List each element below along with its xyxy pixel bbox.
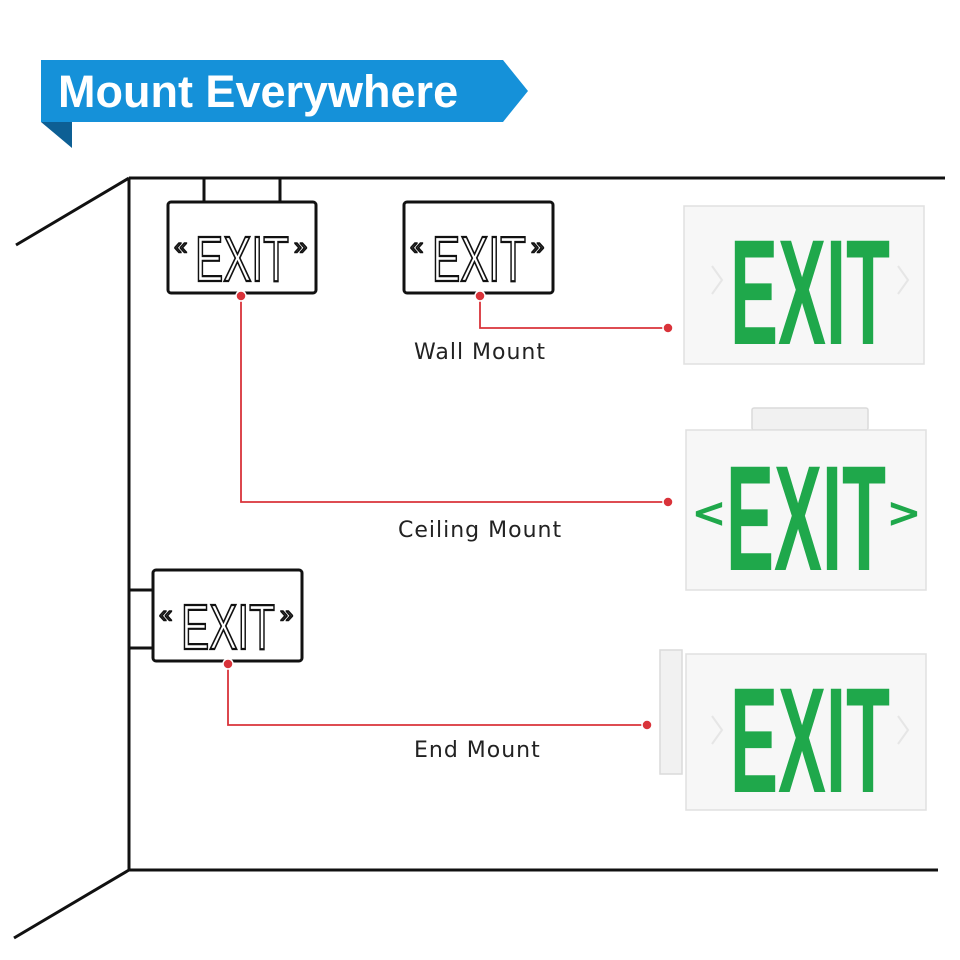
green-exit-text: EXIT [730,656,890,824]
sketch-exit-text: EXIT [432,223,526,295]
green-chevron-left-icon: < [691,488,726,537]
green-chevron-right-icon: > [886,488,921,537]
end-mount-plate [659,649,683,775]
end-mount-label: End Mount [414,738,541,763]
sketch-exit-text: EXIT [195,223,289,295]
red-dot-icon [222,658,234,670]
end-connector-line [227,664,647,726]
product-panel [685,429,927,591]
wall-mount-label: Wall Mount [414,340,546,365]
sketch-exit-text: EXIT [181,591,275,663]
chevron-left-icon: « [410,233,423,260]
connector-dots [222,290,674,731]
faint-chevron-icon [711,265,724,295]
red-dot-icon [662,322,674,334]
banner-fold [41,122,72,148]
sketch-sign-ceiling: « EXIT » [166,178,318,296]
sketch-sign-end: « EXIT » [129,568,304,664]
product-sign-wall: EXIT [683,205,925,376]
product-sign-end: EXIT [659,649,927,824]
faint-chevron-icon [711,715,724,745]
chevron-right-icon: » [531,233,544,260]
red-dot-icon [235,290,247,302]
product-panel [685,653,927,811]
red-dot-icon [662,496,674,508]
floor-perspective-line [13,868,130,940]
ceiling-canopy [751,407,869,431]
ceiling-connector-line [240,296,668,503]
chevron-left-icon: « [174,233,187,260]
product-sign-ceiling: < EXIT > [685,407,927,602]
green-exit-text: EXIT [730,208,890,376]
red-dot-icon [641,719,653,731]
ceiling-mount-label: Ceiling Mount [398,518,562,543]
banner-title: Mount Everywhere [58,66,458,117]
faint-chevron-icon [897,265,910,295]
product-panel [683,205,925,365]
wall-connector-line [479,296,668,329]
end-mount-bracket [129,588,155,650]
chevron-left-icon: « [159,601,172,628]
ceiling-perspective-line [15,176,130,247]
sketch-sign-wall: « EXIT » [402,200,555,296]
red-dot-icon [474,290,486,302]
chevron-right-icon: » [280,601,293,628]
chevron-right-icon: » [294,233,307,260]
green-exit-text: EXIT [726,434,886,602]
room-outline [13,176,945,940]
faint-chevron-icon [897,715,910,745]
banner: Mount Everywhere [41,60,528,148]
banner-shape [41,60,528,122]
connectors [227,296,668,726]
